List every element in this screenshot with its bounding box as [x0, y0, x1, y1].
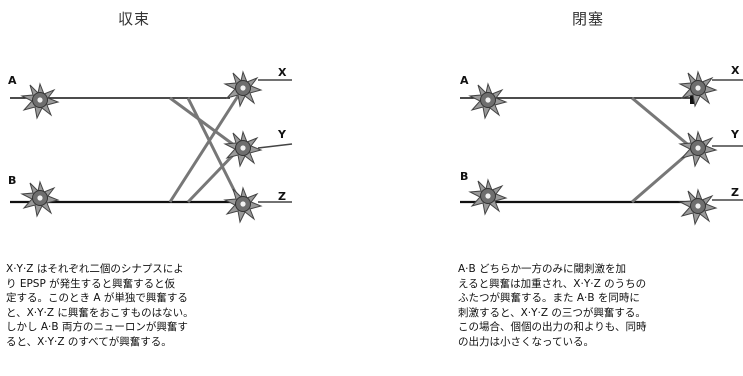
neuron-a-right: [469, 83, 507, 119]
label-y-right: Y: [731, 128, 739, 141]
left-panel-title: 収束: [118, 10, 151, 28]
branch: [631, 148, 693, 204]
label-z-right: Z: [731, 186, 739, 199]
right-panel-title: 閉塞: [572, 10, 605, 28]
neuron-x-right: [679, 71, 717, 107]
label-a-left: A: [8, 74, 17, 87]
left-caption: X·Y·Z はそれぞれ二個のシナプスによ り EPSP が発生すると興奮すると仮…: [6, 263, 194, 348]
label-a-right: A: [460, 74, 469, 87]
neuron-x-left: [224, 71, 262, 107]
branch: [186, 97, 240, 199]
label-z-left: Z: [278, 190, 286, 203]
neuron-y-left: [224, 131, 262, 167]
label-b-left: B: [8, 174, 17, 187]
neuron-z-left: [224, 187, 262, 223]
synapse-terminal: [690, 94, 694, 104]
branch: [168, 95, 240, 203]
branch: [186, 148, 240, 204]
output-axon: [257, 143, 293, 149]
neuron-a-left: [21, 83, 59, 119]
label-x-left: X: [278, 66, 287, 79]
neuron-b-left: [21, 181, 59, 217]
label-y-left: Y: [278, 128, 286, 141]
right-diagram: [460, 71, 743, 225]
neuron-z-right: [679, 189, 717, 225]
branch: [631, 96, 693, 150]
neuron-b-right: [469, 179, 507, 215]
left-diagram: [10, 71, 293, 223]
right-caption: A·B どちらか一方のみに閾刺激を加 えると興奮は加重され、X·Y·Z のうちの…: [458, 263, 647, 348]
neuron-y-right: [679, 131, 717, 167]
label-x-right: X: [731, 64, 740, 77]
label-b-right: B: [460, 170, 469, 183]
branch: [169, 96, 239, 150]
